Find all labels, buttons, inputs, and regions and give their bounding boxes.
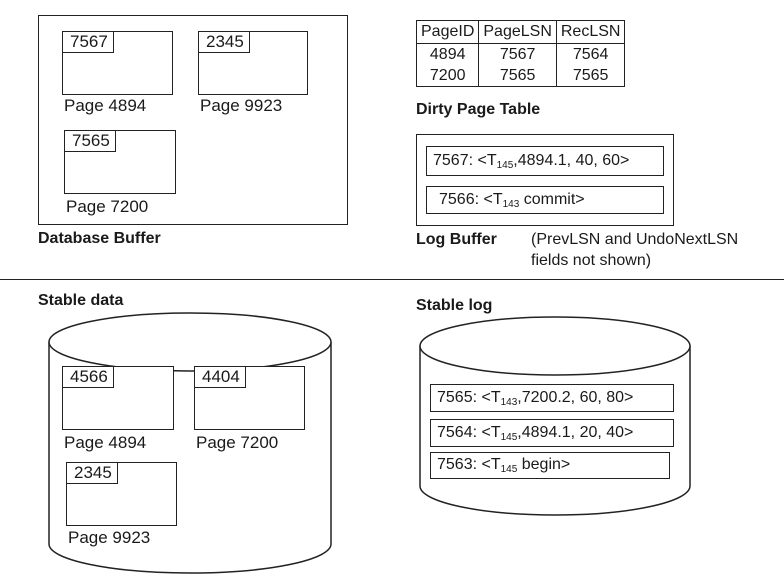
record-txn-subscript: 143	[500, 397, 518, 408]
stable-log-cylinder	[419, 316, 691, 516]
stable-page-9923: 2345	[66, 462, 177, 526]
log-record: 7566: <T143 commit>	[426, 186, 664, 214]
page-lsn: 7567	[63, 32, 114, 53]
page-label: Page 4894	[64, 96, 147, 115]
page-lsn: 2345	[199, 32, 250, 53]
table-cell: 7565	[555, 65, 626, 87]
page-lsn: 7565	[65, 131, 116, 152]
record-prefix: 7565: <T	[437, 389, 501, 406]
log-buffer-note-line-1: (PrevLSN and UndoNextLSN	[531, 231, 739, 248]
table-cell: 7200	[415, 65, 480, 87]
page-label: Page 9923	[200, 96, 283, 115]
log-record: 7567: <T145,4894.1, 40, 60>	[426, 146, 664, 176]
stable-log-heading: Stable log	[416, 297, 493, 314]
record-prefix: 7567: <T	[433, 152, 497, 169]
record-suffix: ,7200.2, 60, 80>	[517, 389, 634, 406]
record-suffix: ,4894.1, 20, 40>	[517, 424, 634, 441]
page-lsn: 4404	[195, 367, 246, 388]
table-row: 7200 7565 7565	[415, 65, 626, 87]
record-txn-subscript: 145	[496, 160, 514, 171]
log-record: 7565: <T143,7200.2, 60, 80>	[430, 384, 674, 412]
column-header: PageLSN	[478, 20, 557, 44]
log-buffer-note-line-2: fields not shown)	[531, 252, 652, 269]
record-txn-subscript: 143	[502, 199, 520, 210]
page-label: Page 7200	[196, 433, 279, 452]
table-header-row: PageID PageLSN RecLSN	[415, 20, 626, 44]
database-buffer-heading: Database Buffer	[38, 230, 161, 247]
record-suffix: commit>	[519, 191, 585, 208]
page-lsn: 4566	[63, 367, 114, 388]
page-label: Page 4894	[64, 433, 147, 452]
buffer-page-4894: 7567	[62, 31, 173, 95]
page-label: Page 7200	[66, 197, 149, 216]
buffer-page-9923: 2345	[198, 31, 308, 95]
table-row: 4894 7567 7564	[415, 43, 626, 65]
record-txn-subscript: 145	[500, 464, 518, 475]
dirty-page-table-heading: Dirty Page Table	[416, 101, 541, 118]
buffer-page-7200: 7565	[64, 130, 176, 194]
record-suffix: ,4894.1, 40, 60>	[513, 152, 630, 169]
dirty-page-table: PageID PageLSN RecLSN 4894 7567 7564 720…	[415, 20, 626, 87]
table-cell: 7567	[478, 43, 557, 65]
record-txn-subscript: 145	[500, 432, 518, 443]
page-label: Page 9923	[68, 528, 151, 547]
section-divider	[0, 279, 784, 280]
table-cell: 4894	[415, 43, 480, 65]
stable-page-7200: 4404	[194, 366, 305, 430]
log-record: 7564: <T145,4894.1, 20, 40>	[430, 419, 674, 447]
stable-data-heading: Stable data	[38, 292, 124, 309]
column-header: PageID	[415, 20, 480, 44]
log-record: 7563: <T145 begin>	[430, 452, 670, 479]
page-lsn: 2345	[67, 463, 118, 484]
column-header: RecLSN	[555, 20, 626, 44]
log-buffer-heading: Log Buffer	[416, 231, 497, 248]
stable-page-4894: 4566	[62, 366, 174, 430]
record-prefix: 7563: <T	[437, 456, 501, 473]
table-cell: 7564	[555, 43, 626, 65]
record-suffix: begin>	[517, 456, 571, 473]
record-prefix: 7564: <T	[437, 424, 501, 441]
table-cell: 7565	[478, 65, 557, 87]
record-prefix: 7566: <T	[439, 191, 503, 208]
